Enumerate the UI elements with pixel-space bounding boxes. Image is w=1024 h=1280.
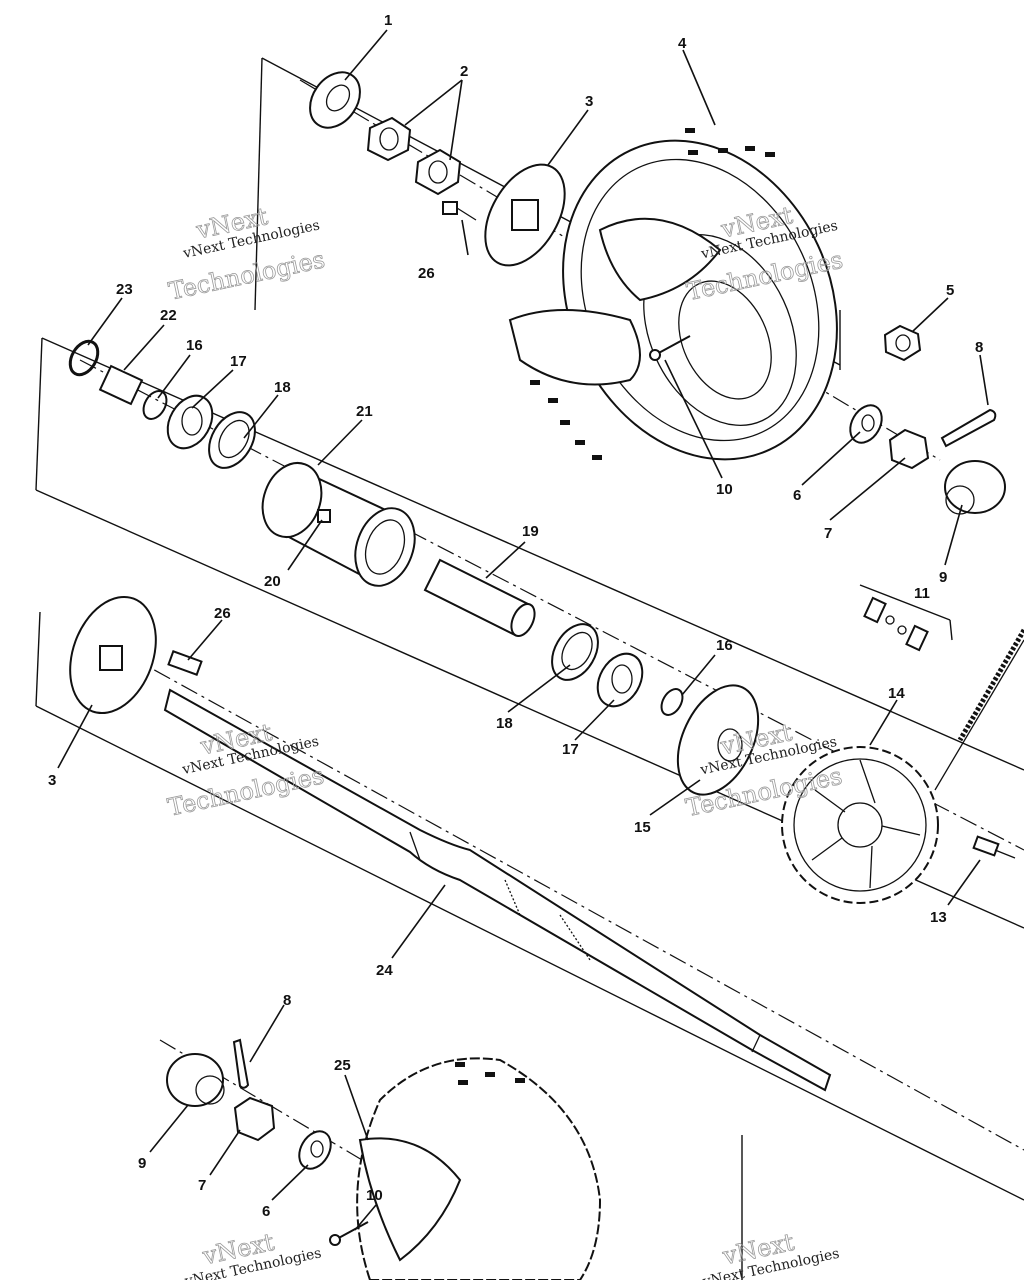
callout-19: 19: [522, 523, 539, 540]
callout-9-upper: 9: [939, 569, 947, 586]
hub-3-lower: [69, 595, 157, 715]
bolt-26-upper: [442, 201, 477, 221]
leader-lines: [57, 29, 989, 1231]
callout-7-upper: 7: [824, 525, 832, 542]
sprocket-14: [781, 746, 939, 904]
callout-26-lower: 26: [214, 605, 231, 622]
washer-6-lower: [298, 1130, 332, 1170]
sprocket-hub-15: [676, 684, 760, 796]
castle-nut-7-upper: [888, 428, 930, 470]
cotter-pin-8-upper: [940, 408, 997, 448]
circlip-23: [68, 339, 100, 377]
callout-8-upper: 8: [975, 339, 983, 356]
spacer-22: [98, 364, 144, 406]
callout-17-right: 17: [562, 741, 579, 758]
callout-20: 20: [264, 573, 281, 590]
watermark-2: vNext vNext Technologies Technologies: [684, 201, 846, 307]
callout-6-lower: 6: [262, 1203, 270, 1220]
callout-3-upper: 3: [585, 93, 593, 110]
watermark-5: vNext vNext Technologies: [183, 1228, 323, 1280]
nut-2a: [366, 116, 412, 162]
callout-16-right: 16: [716, 637, 733, 654]
lock-10-upper: [649, 335, 691, 361]
bolt-26-lower: [167, 650, 203, 676]
seal-17-right: [596, 652, 644, 708]
callout-3-lower: 3: [48, 772, 56, 789]
sleeve-19: [423, 558, 536, 637]
callouts: 1 2 3 4 26 5 8 10 6 7 9 11 23 22 16 17 1…: [48, 12, 983, 1220]
tread-blocks-lower: [455, 1062, 525, 1085]
callout-23: 23: [116, 281, 133, 298]
callout-25: 25: [334, 1057, 351, 1074]
tread-blocks: [530, 128, 775, 460]
nut-5: [883, 324, 922, 362]
callout-18-left: 18: [274, 379, 291, 396]
watermark-6: vNext vNext Technologies: [701, 1228, 841, 1280]
callout-10-lower: 10: [366, 1187, 383, 1204]
callout-15: 15: [634, 819, 651, 836]
watermark-1: vNext vNext Technologies Technologies: [166, 202, 328, 306]
callout-2: 2: [460, 63, 468, 80]
callout-16-left: 16: [186, 337, 203, 354]
callout-18-right: 18: [496, 715, 513, 732]
callout-24: 24: [376, 962, 393, 979]
fitting-20: [317, 509, 331, 523]
washer-1: [309, 71, 361, 129]
callout-21: 21: [356, 403, 373, 420]
cap-9-lower: [166, 1053, 225, 1107]
callout-11: 11: [914, 585, 930, 602]
callout-8-lower: 8: [283, 992, 291, 1009]
bolt-13: [972, 835, 1016, 859]
cotter-pin-8-lower: [232, 1038, 250, 1089]
watermark-3: vNext vNext Technologies Technologies: [165, 718, 327, 822]
callout-9-lower: 9: [138, 1155, 146, 1172]
bearing-18-left: [208, 411, 256, 469]
callout-17-left: 17: [230, 353, 247, 370]
drive-chain: [934, 628, 1024, 791]
axle-shaft-24: [163, 688, 832, 1092]
upper-wheel-tire: [508, 128, 838, 461]
callout-7-lower: 7: [198, 1177, 206, 1194]
callout-26-upper: 26: [418, 265, 435, 282]
lower-wheel-25: [356, 1057, 602, 1280]
callout-4-upper: 4: [678, 35, 687, 52]
nut-2b: [414, 148, 462, 196]
callout-13: 13: [930, 909, 947, 926]
master-link-11: [863, 596, 929, 652]
callout-22: 22: [160, 307, 177, 324]
carrier-21: [261, 462, 416, 587]
callout-5: 5: [946, 282, 954, 299]
castle-nut-7-lower: [233, 1096, 276, 1142]
callout-10-upper: 10: [716, 481, 733, 498]
bearing-18-right: [551, 623, 599, 681]
cap-9-upper: [944, 460, 1006, 515]
callout-1: 1: [384, 12, 392, 29]
callout-14: 14: [888, 685, 905, 702]
lock-10-lower: [329, 1221, 369, 1246]
callout-6-upper: 6: [793, 487, 801, 504]
ring-16-right: [660, 688, 684, 716]
hub-3-upper: [484, 163, 566, 267]
